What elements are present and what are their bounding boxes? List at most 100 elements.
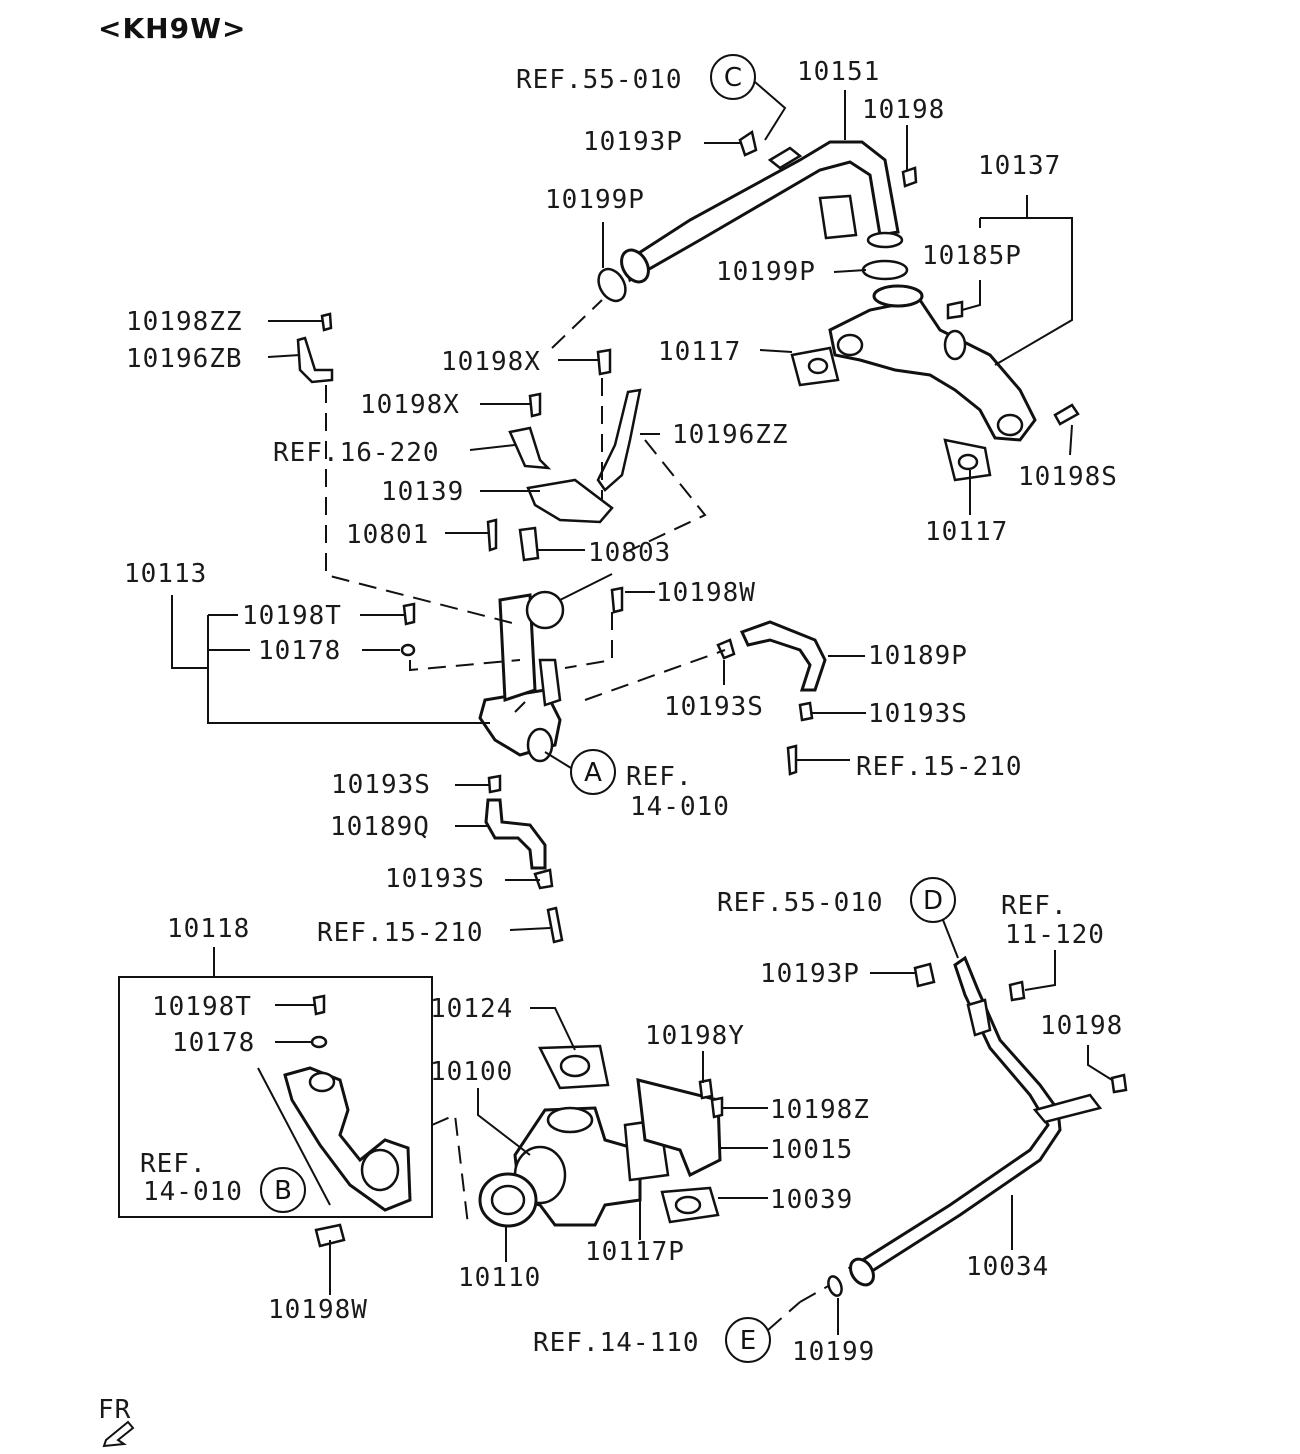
label-10801: 10801 [346,520,429,550]
water-inlet-10113 [478,590,565,763]
o-ring-10199 [827,1275,843,1297]
label-10137: 10137 [978,151,1061,181]
bolt-10198x-a [596,348,612,376]
label-10193p: 10193P [760,959,860,989]
guide-line [619,439,707,556]
label-10193s: 10193S [664,692,764,722]
label-ref-14-110: REF.14-110 [533,1328,700,1358]
label-10199: 10199 [792,1337,875,1367]
label-ref-a-line1: REF. [626,762,693,792]
clamp-10193s-d [533,868,554,890]
label-10139: 10139 [381,477,464,507]
label-10196zb: 10196ZB [126,344,243,374]
callout-e-label: E [740,1326,756,1356]
gasket-10039-hole [674,1195,702,1215]
label-10198t: 10198T [242,601,342,631]
label-10185p: 10185P [922,241,1022,271]
bolt-10198-b [1110,1073,1128,1094]
sensor-10803 [518,526,540,562]
label-10015: 10015 [770,1135,853,1165]
callout-d-label: D [923,886,943,916]
label-10039: 10039 [770,1185,853,1215]
label-ref-55-010-d: REF.55-010 [717,888,884,918]
label-10117: 10117 [658,337,741,367]
label-10117: 10117 [925,517,1008,547]
water-outlet-10137 [828,284,1037,442]
guide-line [564,612,613,669]
label-ref-16-220: REF.16-220 [273,438,440,468]
guide-line [257,1067,331,1206]
gasket-10178-b [310,1035,328,1049]
o-ring-10199p-a [597,267,627,303]
label-10199p: 10199P [716,257,816,287]
bolt-10198x-b [528,392,542,418]
bolt-10198w-b [314,1223,346,1248]
guide-line [325,385,521,626]
bracket-10196zb [296,336,334,384]
water-pipe-10034 [847,955,1103,1287]
bracket-10196zz [596,388,642,492]
guide-line [544,751,572,769]
label-10034: 10034 [966,1252,1049,1282]
label-10193s: 10193S [331,770,431,800]
thermostat-10110 [478,1172,538,1228]
guide-line [799,1284,831,1303]
bolt-10198t-b [312,994,326,1016]
label-10198: 10198 [862,95,945,125]
front-label: FR [98,1395,131,1425]
clamp-10193s-c [487,774,502,794]
label-ref-15-210: REF.15-210 [856,752,1023,782]
label-10124: 10124 [430,994,513,1024]
sensor-10801 [486,518,498,552]
o-ring-10199p-b [861,259,909,281]
bolt-10198y [698,1078,714,1100]
bolt-10198-top [901,166,918,188]
label-10178: 10178 [172,1028,255,1058]
label-10198w: 10198W [656,578,756,608]
guide-line [942,919,959,959]
model-code: <KH9W> [98,12,246,45]
label-10196zz: 10196ZZ [672,420,789,450]
label-10198x: 10198X [441,347,541,377]
bolt-10198zz [320,312,333,332]
clamp-10193p-b [913,962,936,988]
bolt-10198z [710,1096,724,1119]
label-10189p: 10189P [868,641,968,671]
label-10198s: 10198S [1018,462,1118,492]
label-10113: 10113 [124,559,207,589]
label-10117p: 10117P [585,1237,685,1267]
callout-b-label: B [274,1176,292,1206]
callout-c [710,54,756,100]
label-10110: 10110 [458,1263,541,1293]
guide-line [409,659,521,672]
pipe-ref-15-210-a [786,744,798,776]
label-10193s: 10193S [868,699,968,729]
bolt-10198s [1053,403,1080,426]
label-ref-b-line2: 14-010 [143,1177,243,1207]
gasket-10117-a-hole [807,357,829,375]
bolt-10198w-a [610,586,624,614]
label-10100: 10100 [430,1057,513,1087]
label-ref-55-010-c: REF.55-010 [516,65,683,95]
label-10198zz: 10198ZZ [126,307,243,337]
thermostat-case-box [118,976,433,1218]
bolt-10198t-a [402,602,416,626]
bolt-ref-11-120 [1008,980,1026,1002]
label-10198x: 10198X [360,390,460,420]
clip-ref-16-220 [508,426,552,470]
label-10198t: 10198T [152,992,252,1022]
plug-10185p [946,300,964,320]
gasket-10178-a [400,643,416,657]
callout-d [910,877,956,923]
label-ref-11-120-line2: 11-120 [1005,920,1105,950]
hose-10189p [739,620,827,692]
thermostat-case-10118 [283,1066,412,1212]
callout-a-label: A [584,758,602,788]
label-ref-b-line1: REF. [140,1149,207,1179]
pipe-ref-15-210-b [546,906,564,944]
callout-c-label: C [724,63,742,93]
clamp-10193s-a [716,638,736,660]
label-ref-11-120-line1: REF. [1001,891,1068,921]
label-10118: 10118 [167,914,250,944]
label-10189q: 10189Q [330,812,430,842]
